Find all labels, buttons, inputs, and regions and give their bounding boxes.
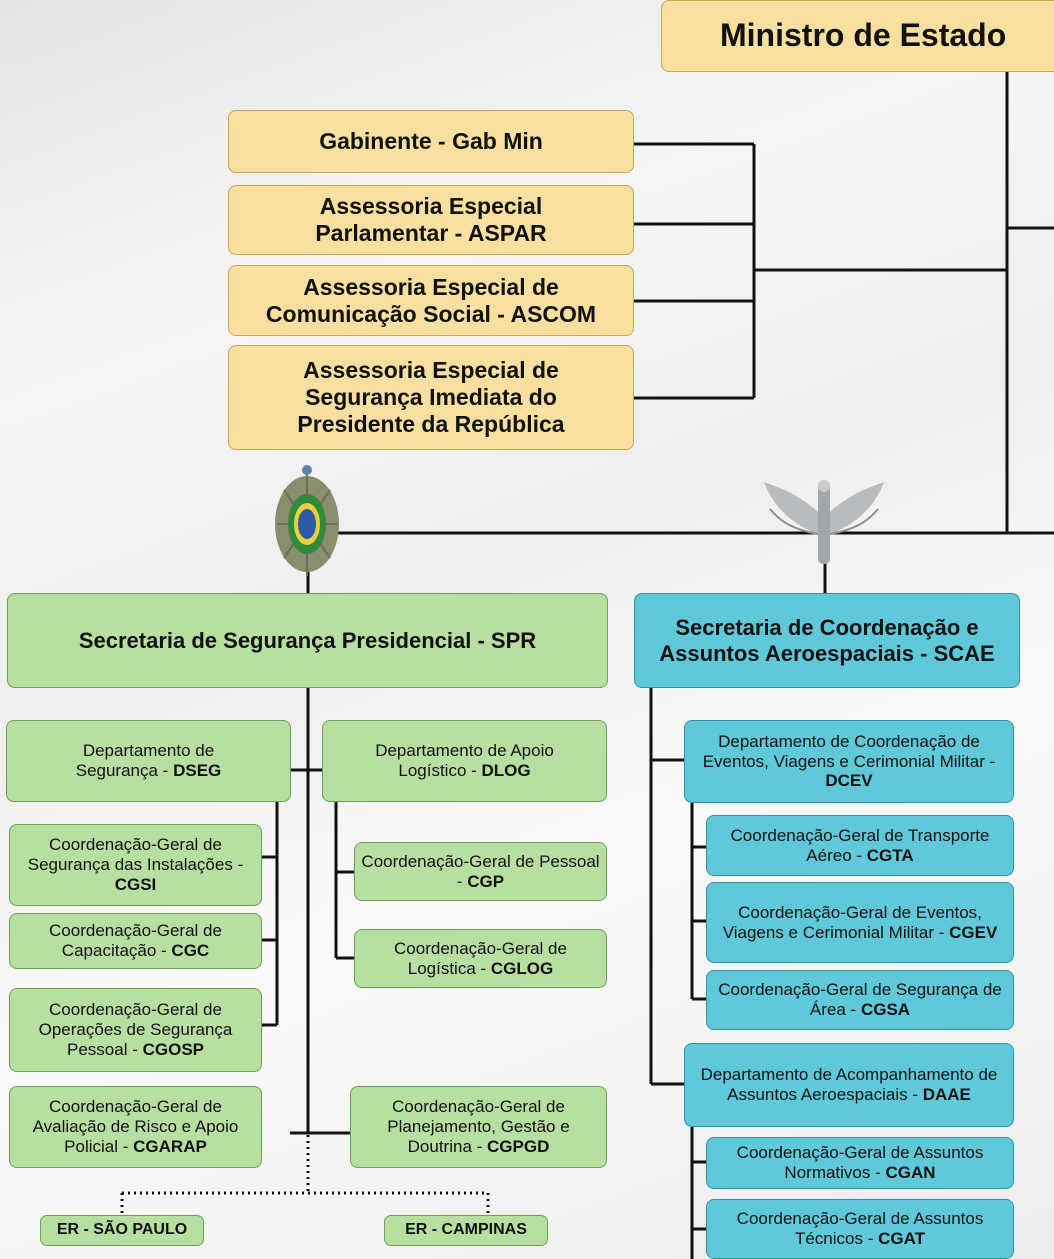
cgosp-label: Coordenação-Geral de Operações de Segura… [38,1000,233,1059]
cgta-label: Coordenação-Geral de Transporte Aéreo - … [730,825,990,865]
cgsi-label: Coordenação-Geral de Segurança das Insta… [27,835,244,894]
cgarap-box: Coordenação-Geral de Avaliação de Risco … [9,1086,262,1168]
cgan-box: Coordenação-Geral de Assuntos Normativos… [706,1137,1014,1189]
er-campinas-label: ER - CAMPINAS [405,1221,527,1239]
cgpgd-box: Coordenação-Geral de Planejamento, Gestã… [350,1086,607,1168]
dlog-box: Departamento de Apoio Logístico - DLOG [322,720,607,802]
cgev-box: Coordenação-Geral de Eventos, Viagens e … [706,882,1014,963]
cgat-box: Coordenação-Geral de Assuntos Técnicos -… [706,1199,1014,1259]
dcev-label: Departamento de Coordenação de Eventos, … [702,731,996,791]
er-sao-paulo-box: ER - SÃO PAULO [40,1215,204,1246]
dcev-box: Departamento de Coordenação de Eventos, … [684,720,1014,803]
army-emblem-icon [275,465,339,576]
er-sao-paulo-label: ER - SÃO PAULO [56,1221,188,1239]
cgsi-box: Coordenação-Geral de Segurança das Insta… [9,824,262,906]
scae-box: Secretaria de Coordenação e Assuntos Aer… [634,593,1020,688]
ministro-box: Ministro de Estado [661,0,1054,72]
gab-min-box: Gabinente - Gab Min [228,110,634,173]
cgp-box: Coordenação-Geral de Pessoal - CGP [354,842,607,901]
cgta-box: Coordenação-Geral de Transporte Aéreo - … [706,815,1014,876]
cglog-box: Coordenação-Geral de Logística - CGLOG [354,929,607,988]
spr-label: Secretaria de Segurança Presidencial - S… [78,627,537,653]
cgosp-box: Coordenação-Geral de Operações de Segura… [9,988,262,1072]
dlog-label: Departamento de Apoio Logístico - DLOG [375,741,554,780]
cgan-label: Coordenação-Geral de Assuntos Normativos… [736,1143,984,1182]
daae-box: Departamento de Acompanhamento de Assunt… [684,1043,1014,1127]
ministro-label: Ministro de Estado [720,17,1007,54]
daae-label: Departamento de Acompanhamento de Assunt… [700,1065,998,1104]
cgc-label: Coordenação-Geral de Capacitação - CGC [49,921,222,960]
er-campinas-box: ER - CAMPINAS [384,1215,548,1246]
aspar-box: Assessoria Especial Parlamentar - ASPAR [228,185,634,255]
dseg-box: Departamento de Segurança - DSEG [6,720,291,802]
seg-imediata-label: Assessoria Especial de Segurança Imediat… [297,357,565,437]
dseg-label: Departamento de Segurança - DSEG [75,741,222,780]
seg-imediata-box: Assessoria Especial de Segurança Imediat… [228,345,634,450]
cgev-label: Coordenação-Geral de Eventos, Viagens e … [722,902,998,942]
spr-box: Secretaria de Segurança Presidencial - S… [7,593,608,688]
cglog-label: Coordenação-Geral de Logística - CGLOG [394,938,567,978]
cgsa-label: Coordenação-Geral de Segurança de Área -… [718,980,1002,1019]
scae-label: Secretaria de Coordenação e Assuntos Aer… [659,614,995,666]
cgarap-label: Coordenação-Geral de Avaliação de Risco … [32,1097,239,1156]
gab-min-label: Gabinente - Gab Min [319,128,543,155]
cgpgd-label: Coordenação-Geral de Planejamento, Gestã… [387,1097,570,1156]
ascom-box: Assessoria Especial de Comunicação Socia… [228,265,634,336]
ascom-label: Assessoria Especial de Comunicação Socia… [265,273,597,327]
cgp-label: Coordenação-Geral de Pessoal - CGP [361,851,600,891]
cgat-label: Coordenação-Geral de Assuntos Técnicos -… [736,1209,984,1248]
aspar-label: Assessoria Especial Parlamentar - ASPAR [315,193,547,246]
cgsa-box: Coordenação-Geral de Segurança de Área -… [706,970,1014,1030]
air-force-wings-icon [764,480,884,564]
cgc-box: Coordenação-Geral de Capacitação - CGC [9,913,262,969]
